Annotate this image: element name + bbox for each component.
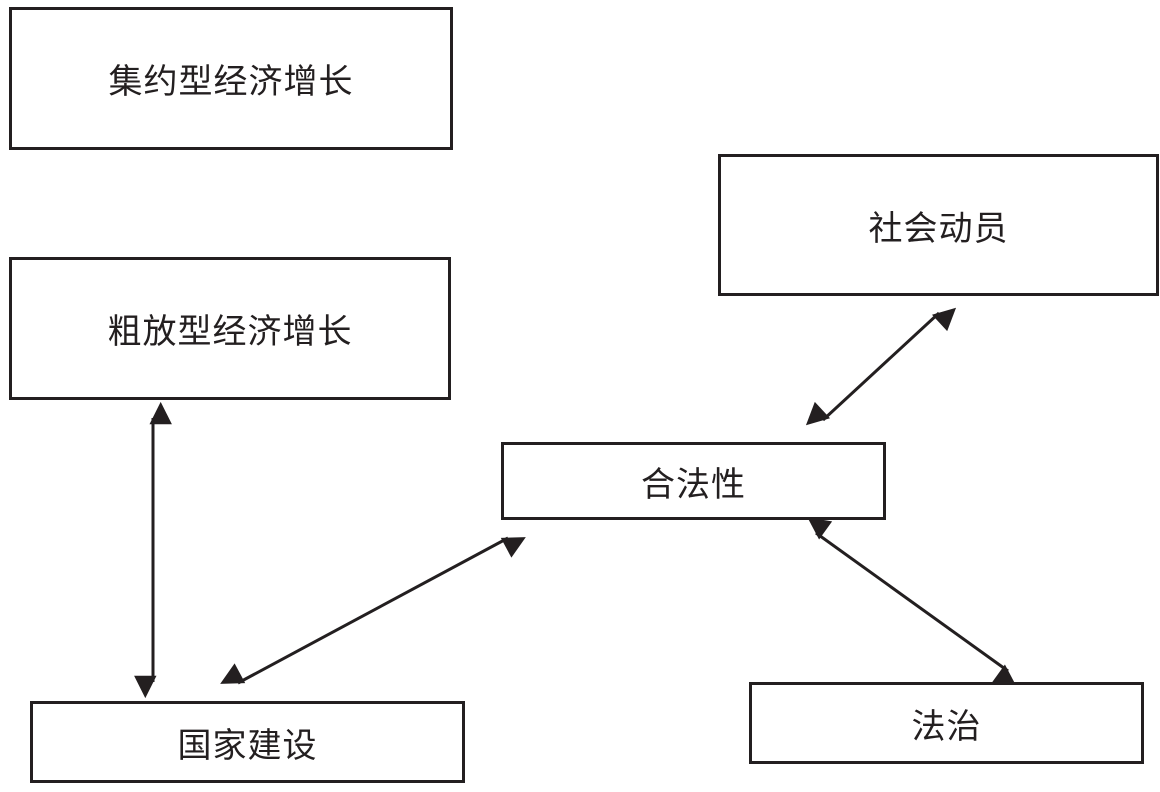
node-label: 社会动员 <box>868 208 1009 249</box>
node-label: 集约型经济增长 <box>108 62 354 102</box>
edge-legitimacy-to-mobilization <box>805 307 957 426</box>
node-label: 合法性 <box>641 464 746 505</box>
edge-statebuilding-to-legitimacy <box>220 536 526 685</box>
node-legitimacy: 合法性 <box>501 442 886 520</box>
node-label: 法治 <box>911 706 982 747</box>
node-label: 国家建设 <box>177 725 318 766</box>
node-state-building: 国家建设 <box>30 701 465 783</box>
node-social-mobilization: 社会动员 <box>718 154 1159 296</box>
node-intensive-growth: 集约型经济增长 <box>9 7 453 150</box>
node-rule-of-law: 法治 <box>749 682 1144 764</box>
node-extensive-growth: 粗放型经济增长 <box>9 257 451 400</box>
edge-legitimacy-to-ruleoflaw <box>807 517 1017 687</box>
node-label: 粗放型经济增长 <box>107 312 353 352</box>
